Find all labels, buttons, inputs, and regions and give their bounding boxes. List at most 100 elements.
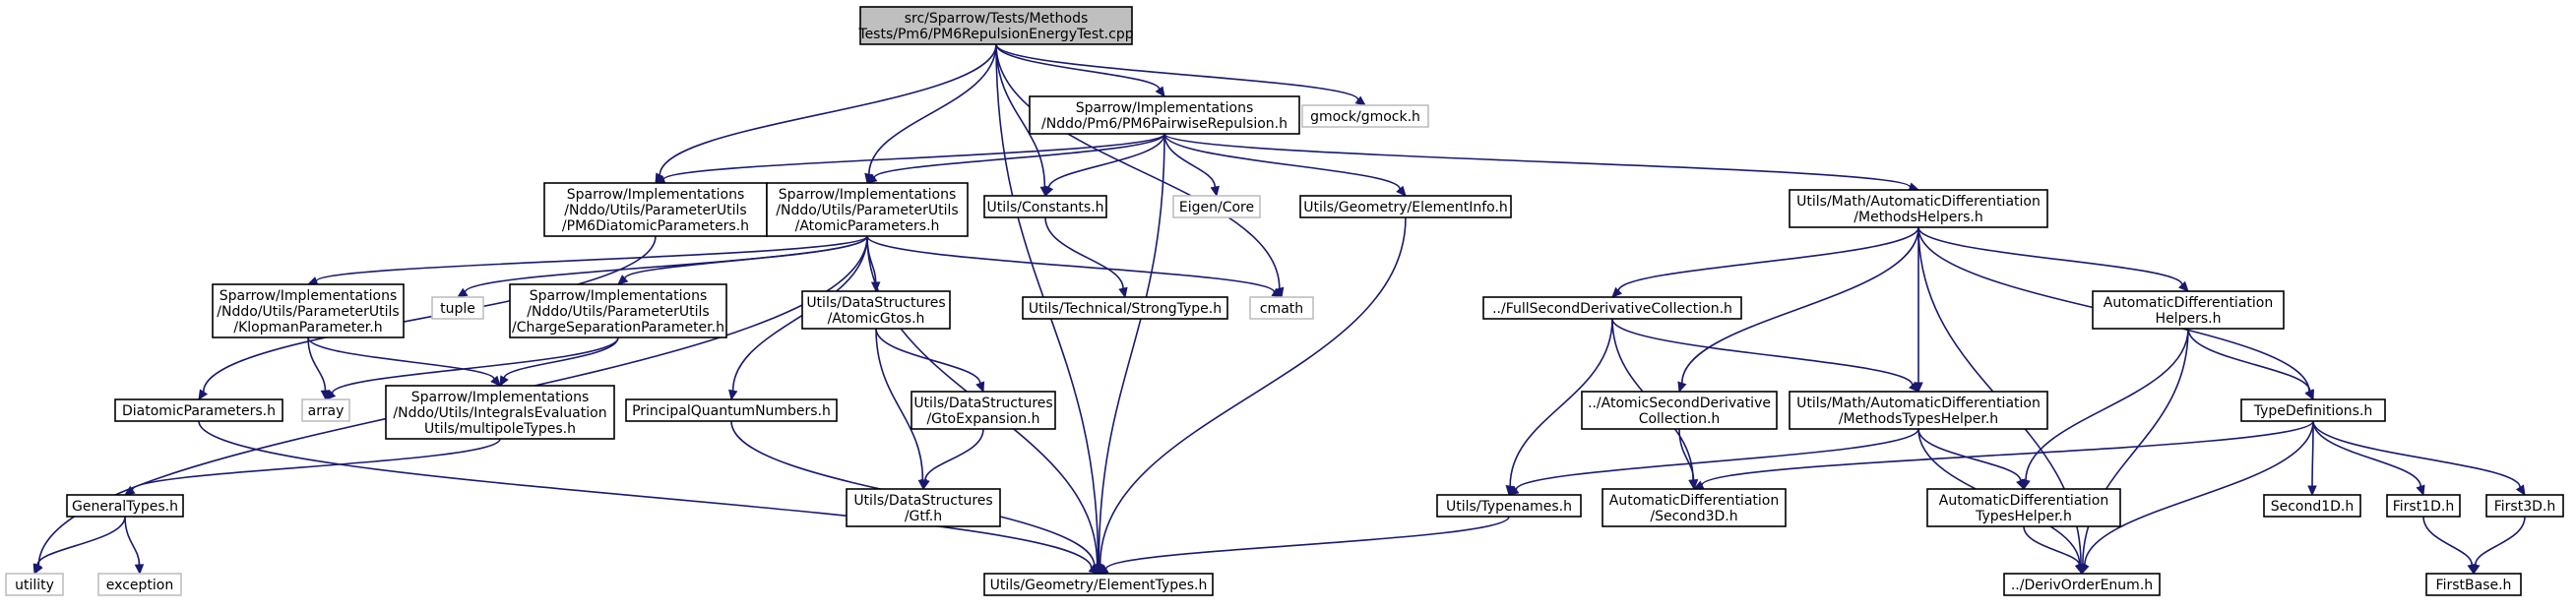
node-pm6diat-label-2: /PM6DiatomicParameters.h [562, 218, 749, 234]
node-klopman[interactable]: Sparrow/Implementations/Nddo/Utils/Param… [212, 283, 405, 338]
node-root-box [859, 6, 1133, 45]
include-edge-adtypeshelper-to-derivorder [2023, 525, 2085, 576]
node-atomicsecond-label-0: ../AtomicSecondDerivative [1588, 396, 1771, 411]
node-eigen[interactable]: Eigen/Core [1172, 195, 1261, 218]
node-gtoexp[interactable]: Utils/DataStructures/GtoExpansion.h [911, 391, 1056, 430]
node-atomicgtos-label-1: /AtomicGtos.h [828, 311, 925, 327]
node-pm6diat-label-0: Sparrow/Implementations [567, 187, 745, 203]
edges-layer [32, 43, 2526, 576]
node-adtypeshelper-box [1926, 488, 2121, 527]
node-firstbase[interactable]: FirstBase.h [2425, 573, 2522, 596]
include-edge-methodshelpers-to-atomicsecond [1677, 226, 1919, 394]
node-gmock-label-0: gmock/gmock.h [1310, 109, 1420, 125]
node-cmath-label-0: cmath [1260, 301, 1303, 317]
node-pm6diat[interactable]: Sparrow/Implementations/Nddo/Utils/Param… [543, 182, 768, 237]
node-root-label-1: Tests/Pm6/PM6RepulsionEnergyTest.cpp [857, 27, 1133, 42]
node-chargesep[interactable]: Sparrow/Implementations/Nddo/Utils/Param… [509, 283, 727, 338]
node-constants[interactable]: Utils/Constants.h [983, 195, 1107, 218]
node-chargesep-label-2: /ChargeSeparationParameter.h [512, 320, 724, 336]
node-pairwise-label-0: Sparrow/Implementations [1076, 100, 1254, 116]
node-klopman-box [212, 283, 405, 338]
node-atomicgtos[interactable]: Utils/DataStructures/AtomicGtos.h [801, 290, 951, 330]
node-typedefs[interactable]: TypeDefinitions.h [2240, 398, 2386, 422]
node-generaltypes[interactable]: GeneralTypes.h [66, 494, 184, 518]
node-cmath-box [1249, 296, 1314, 320]
include-edge-pm6diat-to-diatomic [198, 235, 657, 401]
include-edge-pairwise-to-methodshelpers [1163, 133, 1920, 192]
node-first3d[interactable]: First3D.h [2485, 494, 2564, 518]
include-edge-pairwise-to-constants [1044, 133, 1165, 198]
node-fullsecond[interactable]: ../FullSecondDerivativeCollection.h [1482, 296, 1742, 320]
node-derivorder-label-0: ../DerivOrderEnum.h [2011, 578, 2153, 593]
node-utility-label-0: utility [15, 578, 54, 593]
node-adhelpers-label-0: AutomaticDifferentiation [2104, 295, 2273, 311]
include-edge-root-to-pairwise [995, 43, 1165, 98]
include-edge-klopman-to-array [307, 336, 331, 401]
node-methodstypes[interactable]: Utils/Math/AutomaticDifferentiation/Meth… [1789, 391, 2048, 430]
node-array[interactable]: array [301, 398, 350, 422]
node-typedefs-label-0: TypeDefinitions.h [2253, 403, 2373, 419]
node-second3d[interactable]: AutomaticDifferentiation/Second3D.h [1602, 488, 1787, 527]
node-generaltypes-box [66, 494, 184, 518]
node-first1d[interactable]: First1D.h [2386, 494, 2461, 518]
node-second3d-label-0: AutomaticDifferentiation [1609, 493, 1779, 509]
node-adhelpers-box [2092, 290, 2285, 330]
node-pm6diat-label-1: /Nddo/Utils/ParameterUtils [564, 203, 746, 218]
node-eigen-box [1172, 195, 1261, 218]
node-gtoexp-label-0: Utils/DataStructures [913, 396, 1052, 411]
include-edge-typenames-to-elementtypes [1097, 516, 1510, 575]
node-root-label-0: src/Sparrow/Tests/Methods [905, 11, 1089, 27]
include-edge-chargesep-to-array [325, 336, 619, 400]
include-edge-methodshelpers-to-fullsecond [1611, 226, 1919, 298]
node-multipole[interactable]: Sparrow/Implementations/Nddo/Utils/Integ… [385, 385, 615, 440]
include-edge-pairwise-to-elementinfo [1163, 133, 1407, 197]
node-utility-box [5, 573, 64, 596]
include-edge-generaltypes-to-exception [124, 516, 145, 576]
include-edge-fullsecond-to-methodstypes [1611, 318, 1919, 393]
node-elementtypes[interactable]: Utils/Geometry/ElementTypes.h [983, 573, 1214, 596]
node-atomicsecond-label-1: Collection.h [1639, 411, 1721, 427]
node-exception[interactable]: exception [97, 573, 182, 596]
node-adhelpers-label-1: Helpers.h [2156, 311, 2222, 327]
include-edge-methodshelpers-to-methodstypes [1914, 227, 1923, 394]
node-gmock[interactable]: gmock/gmock.h [1301, 104, 1429, 128]
node-typenames[interactable]: Utils/Typenames.h [1436, 494, 1582, 518]
node-cmath[interactable]: cmath [1249, 296, 1314, 320]
node-gtf-label-1: /Gtf.h [905, 509, 942, 524]
node-multipole-box [385, 385, 615, 440]
node-chargesep-label-0: Sparrow/Implementations [530, 288, 708, 304]
node-gtf-box [846, 488, 1001, 527]
include-edge-atomicparams-to-principal [728, 235, 868, 401]
node-derivorder-box [2003, 573, 2161, 596]
node-first3d-box [2485, 494, 2564, 518]
node-strongtype[interactable]: Utils/Technical/StrongType.h [1022, 296, 1228, 320]
node-eigen-label-0: Eigen/Core [1179, 200, 1254, 215]
node-multipole-label-1: /Nddo/Utils/IntegralsEvaluation [393, 405, 606, 421]
include-edge-root-to-atomicparams [864, 43, 997, 185]
node-adtypeshelper-label-0: AutomaticDifferentiation [1939, 493, 2108, 509]
node-gtf[interactable]: Utils/DataStructures/Gtf.h [846, 488, 1001, 527]
node-methodstypes-label-0: Utils/Math/AutomaticDifferentiation [1796, 396, 2041, 411]
node-tuple-label-0: tuple [440, 301, 475, 317]
node-utility[interactable]: utility [5, 573, 64, 596]
node-methodshelpers[interactable]: Utils/Math/AutomaticDifferentiation/Meth… [1789, 189, 2048, 228]
node-derivorder[interactable]: ../DerivOrderEnum.h [2003, 573, 2161, 596]
node-pairwise[interactable]: Sparrow/Implementations/Nddo/Pm6/PM6Pair… [1029, 95, 1300, 135]
node-methodshelpers-box [1789, 189, 2048, 228]
node-principal[interactable]: PrincipalQuantumNumbers.h [625, 398, 838, 422]
node-atomicparams[interactable]: Sparrow/Implementations/Nddo/Utils/Param… [766, 182, 969, 237]
node-tuple[interactable]: tuple [431, 296, 484, 320]
node-generaltypes-label-0: GeneralTypes.h [72, 499, 178, 515]
include-edge-root-to-gmock [995, 43, 1366, 106]
node-diatomic[interactable]: DiatomicParameters.h [114, 398, 283, 422]
node-elementinfo[interactable]: Utils/Geometry/ElementInfo.h [1299, 195, 1512, 218]
node-typedefs-box [2240, 398, 2386, 422]
node-root[interactable]: src/Sparrow/Tests/MethodsTests/Pm6/PM6Re… [857, 6, 1134, 45]
node-second1d[interactable]: Second1D.h [2263, 494, 2361, 518]
include-edge-first3d-to-firstbase [2471, 516, 2526, 576]
node-atomicparams-label-0: Sparrow/Implementations [779, 187, 957, 203]
